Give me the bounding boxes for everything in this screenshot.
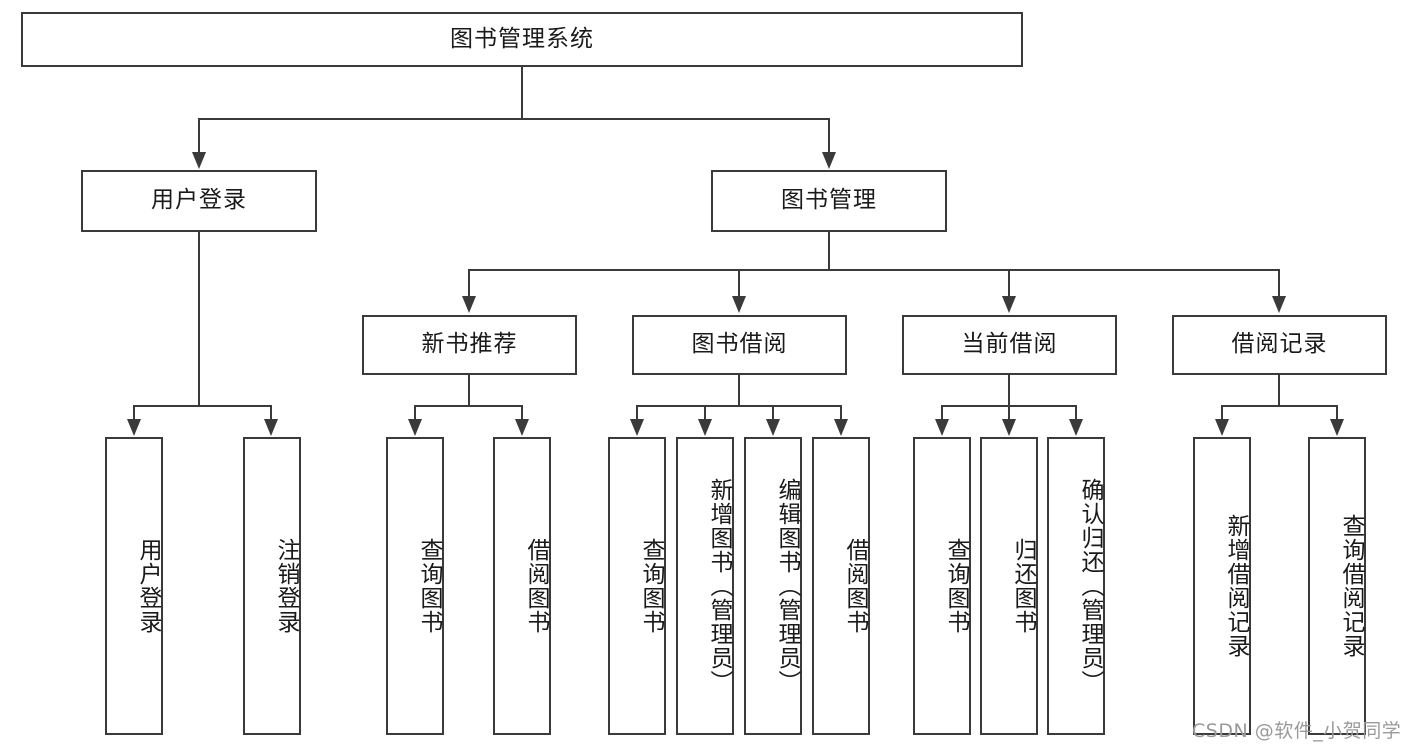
node-book-borrow[interactable]: 图书借阅 <box>632 315 847 375</box>
connector-drop-leaf-logout <box>270 405 272 421</box>
connector-drop-user-login <box>198 118 200 154</box>
node-label: 新书推荐 <box>421 331 518 358</box>
node-new-book-recommend[interactable]: 新书推荐 <box>362 315 577 375</box>
arrowhead-book-mgmt <box>822 152 836 169</box>
leaf-logout[interactable]: 注销登录 <box>243 437 301 735</box>
connector-bus-level3 <box>468 269 1280 271</box>
leaf-bb-borrow-book[interactable]: 借阅图书 <box>812 437 870 735</box>
connector-new-book-stem <box>468 375 470 406</box>
connector-drop-leaf-bb-1 <box>636 405 638 421</box>
arrowhead-leaf-cb-2 <box>1002 419 1016 436</box>
node-borrow-record[interactable]: 借阅记录 <box>1172 315 1387 375</box>
arrowhead-book-borrow <box>732 296 746 313</box>
connector-drop-leaf-bb-3 <box>772 405 774 421</box>
arrowhead-new-book <box>462 296 476 313</box>
node-label: 新增借阅记录 <box>1223 514 1249 658</box>
connector-current-borrow-stem <box>1008 375 1010 406</box>
connector-drop-book-borrow <box>738 269 740 298</box>
connector-drop-leaf-cb-1 <box>941 405 943 421</box>
leaf-bb-edit-book-admin[interactable]: 编辑图书（管理员） <box>744 437 802 735</box>
node-label: 用户登录 <box>151 187 247 214</box>
node-label: 借阅记录 <box>1231 331 1328 358</box>
node-label: 编辑图书（管理员） <box>774 478 800 694</box>
leaf-br-query-record[interactable]: 查询借阅记录 <box>1308 437 1366 735</box>
leaf-bb-add-book-admin[interactable]: 新增图书（管理员） <box>676 437 734 735</box>
arrowhead-leaf-bb-4 <box>834 419 848 436</box>
arrowhead-leaf-cb-1 <box>935 419 949 436</box>
connector-drop-leaf-user-login <box>133 405 135 421</box>
connector-book-borrow-stem <box>738 375 740 406</box>
connector-drop-book-mgmt <box>828 118 830 154</box>
node-label: 图书管理系统 <box>450 25 594 52</box>
node-label: 注销登录 <box>273 538 299 634</box>
arrowhead-borrow-record <box>1272 296 1286 313</box>
connector-drop-current-borrow <box>1008 269 1010 298</box>
connector-drop-leaf-br-2 <box>1336 405 1338 421</box>
node-user-login[interactable]: 用户登录 <box>81 170 317 232</box>
connector-root-stem <box>521 67 523 119</box>
connector-drop-leaf-br-1 <box>1221 405 1223 421</box>
node-label: 图书借阅 <box>691 331 788 358</box>
connector-drop-new-book <box>468 269 470 298</box>
node-label: 借阅图书 <box>523 538 549 634</box>
node-label: 确认归还（管理员） <box>1077 478 1103 694</box>
connector-bus-new-book-leaves <box>414 405 522 407</box>
node-label: 查询图书 <box>943 538 969 634</box>
arrowhead-leaf-logout <box>264 419 278 436</box>
node-current-borrow[interactable]: 当前借阅 <box>902 315 1117 375</box>
arrowhead-leaf-cb-3 <box>1069 419 1083 436</box>
node-label: 查询借阅记录 <box>1338 514 1364 658</box>
arrowhead-leaf-bb-2 <box>698 419 712 436</box>
arrowhead-leaf-nb-2 <box>515 419 529 436</box>
connector-bus-borrow-record-leaves <box>1221 405 1337 407</box>
connector-borrow-record-stem <box>1278 375 1280 406</box>
node-label: 借阅图书 <box>842 538 868 634</box>
arrowhead-leaf-nb-1 <box>408 419 422 436</box>
node-book-management[interactable]: 图书管理 <box>711 170 947 232</box>
leaf-br-add-record[interactable]: 新增借阅记录 <box>1193 437 1251 735</box>
node-label: 用户登录 <box>135 538 161 634</box>
node-label: 查询图书 <box>638 538 664 634</box>
arrowhead-leaf-bb-3 <box>766 419 780 436</box>
arrowhead-leaf-user-login <box>127 419 141 436</box>
leaf-user-login[interactable]: 用户登录 <box>105 437 163 735</box>
connector-drop-leaf-nb-2 <box>521 405 523 421</box>
connector-drop-leaf-bb-4 <box>840 405 842 421</box>
csdn-watermark: CSDN @软件_小贺同学 <box>1192 720 1402 742</box>
connector-bus-user-login-leaves <box>133 405 271 407</box>
connector-user-login-stem <box>198 232 200 406</box>
leaf-cb-query-book[interactable]: 查询图书 <box>913 437 971 735</box>
connector-drop-leaf-bb-2 <box>704 405 706 421</box>
connector-drop-borrow-record <box>1278 269 1280 298</box>
node-root-system[interactable]: 图书管理系统 <box>21 12 1023 67</box>
connector-drop-leaf-cb-2 <box>1008 405 1010 421</box>
leaf-cb-return-book[interactable]: 归还图书 <box>980 437 1038 735</box>
node-label: 当前借阅 <box>961 331 1058 358</box>
arrowhead-leaf-bb-1 <box>630 419 644 436</box>
leaf-bb-query-book[interactable]: 查询图书 <box>608 437 666 735</box>
node-label: 图书管理 <box>781 187 877 214</box>
arrowhead-current-borrow <box>1002 296 1016 313</box>
node-label: 新增图书（管理员） <box>706 478 732 694</box>
connector-drop-leaf-nb-1 <box>414 405 416 421</box>
connector-bus-level2 <box>198 118 830 120</box>
arrowhead-leaf-br-2 <box>1330 419 1344 436</box>
leaf-nb-query-book[interactable]: 查询图书 <box>386 437 444 735</box>
arrowhead-user-login <box>192 152 206 169</box>
node-label: 归还图书 <box>1010 538 1036 634</box>
connector-bus-book-borrow-leaves <box>636 405 841 407</box>
connector-drop-leaf-cb-3 <box>1075 405 1077 421</box>
arrowhead-leaf-br-1 <box>1215 419 1229 436</box>
node-label: 查询图书 <box>416 538 442 634</box>
leaf-nb-borrow-book[interactable]: 借阅图书 <box>493 437 551 735</box>
connector-book-mgmt-stem <box>828 232 830 270</box>
leaf-cb-confirm-return-admin[interactable]: 确认归还（管理员） <box>1047 437 1105 735</box>
